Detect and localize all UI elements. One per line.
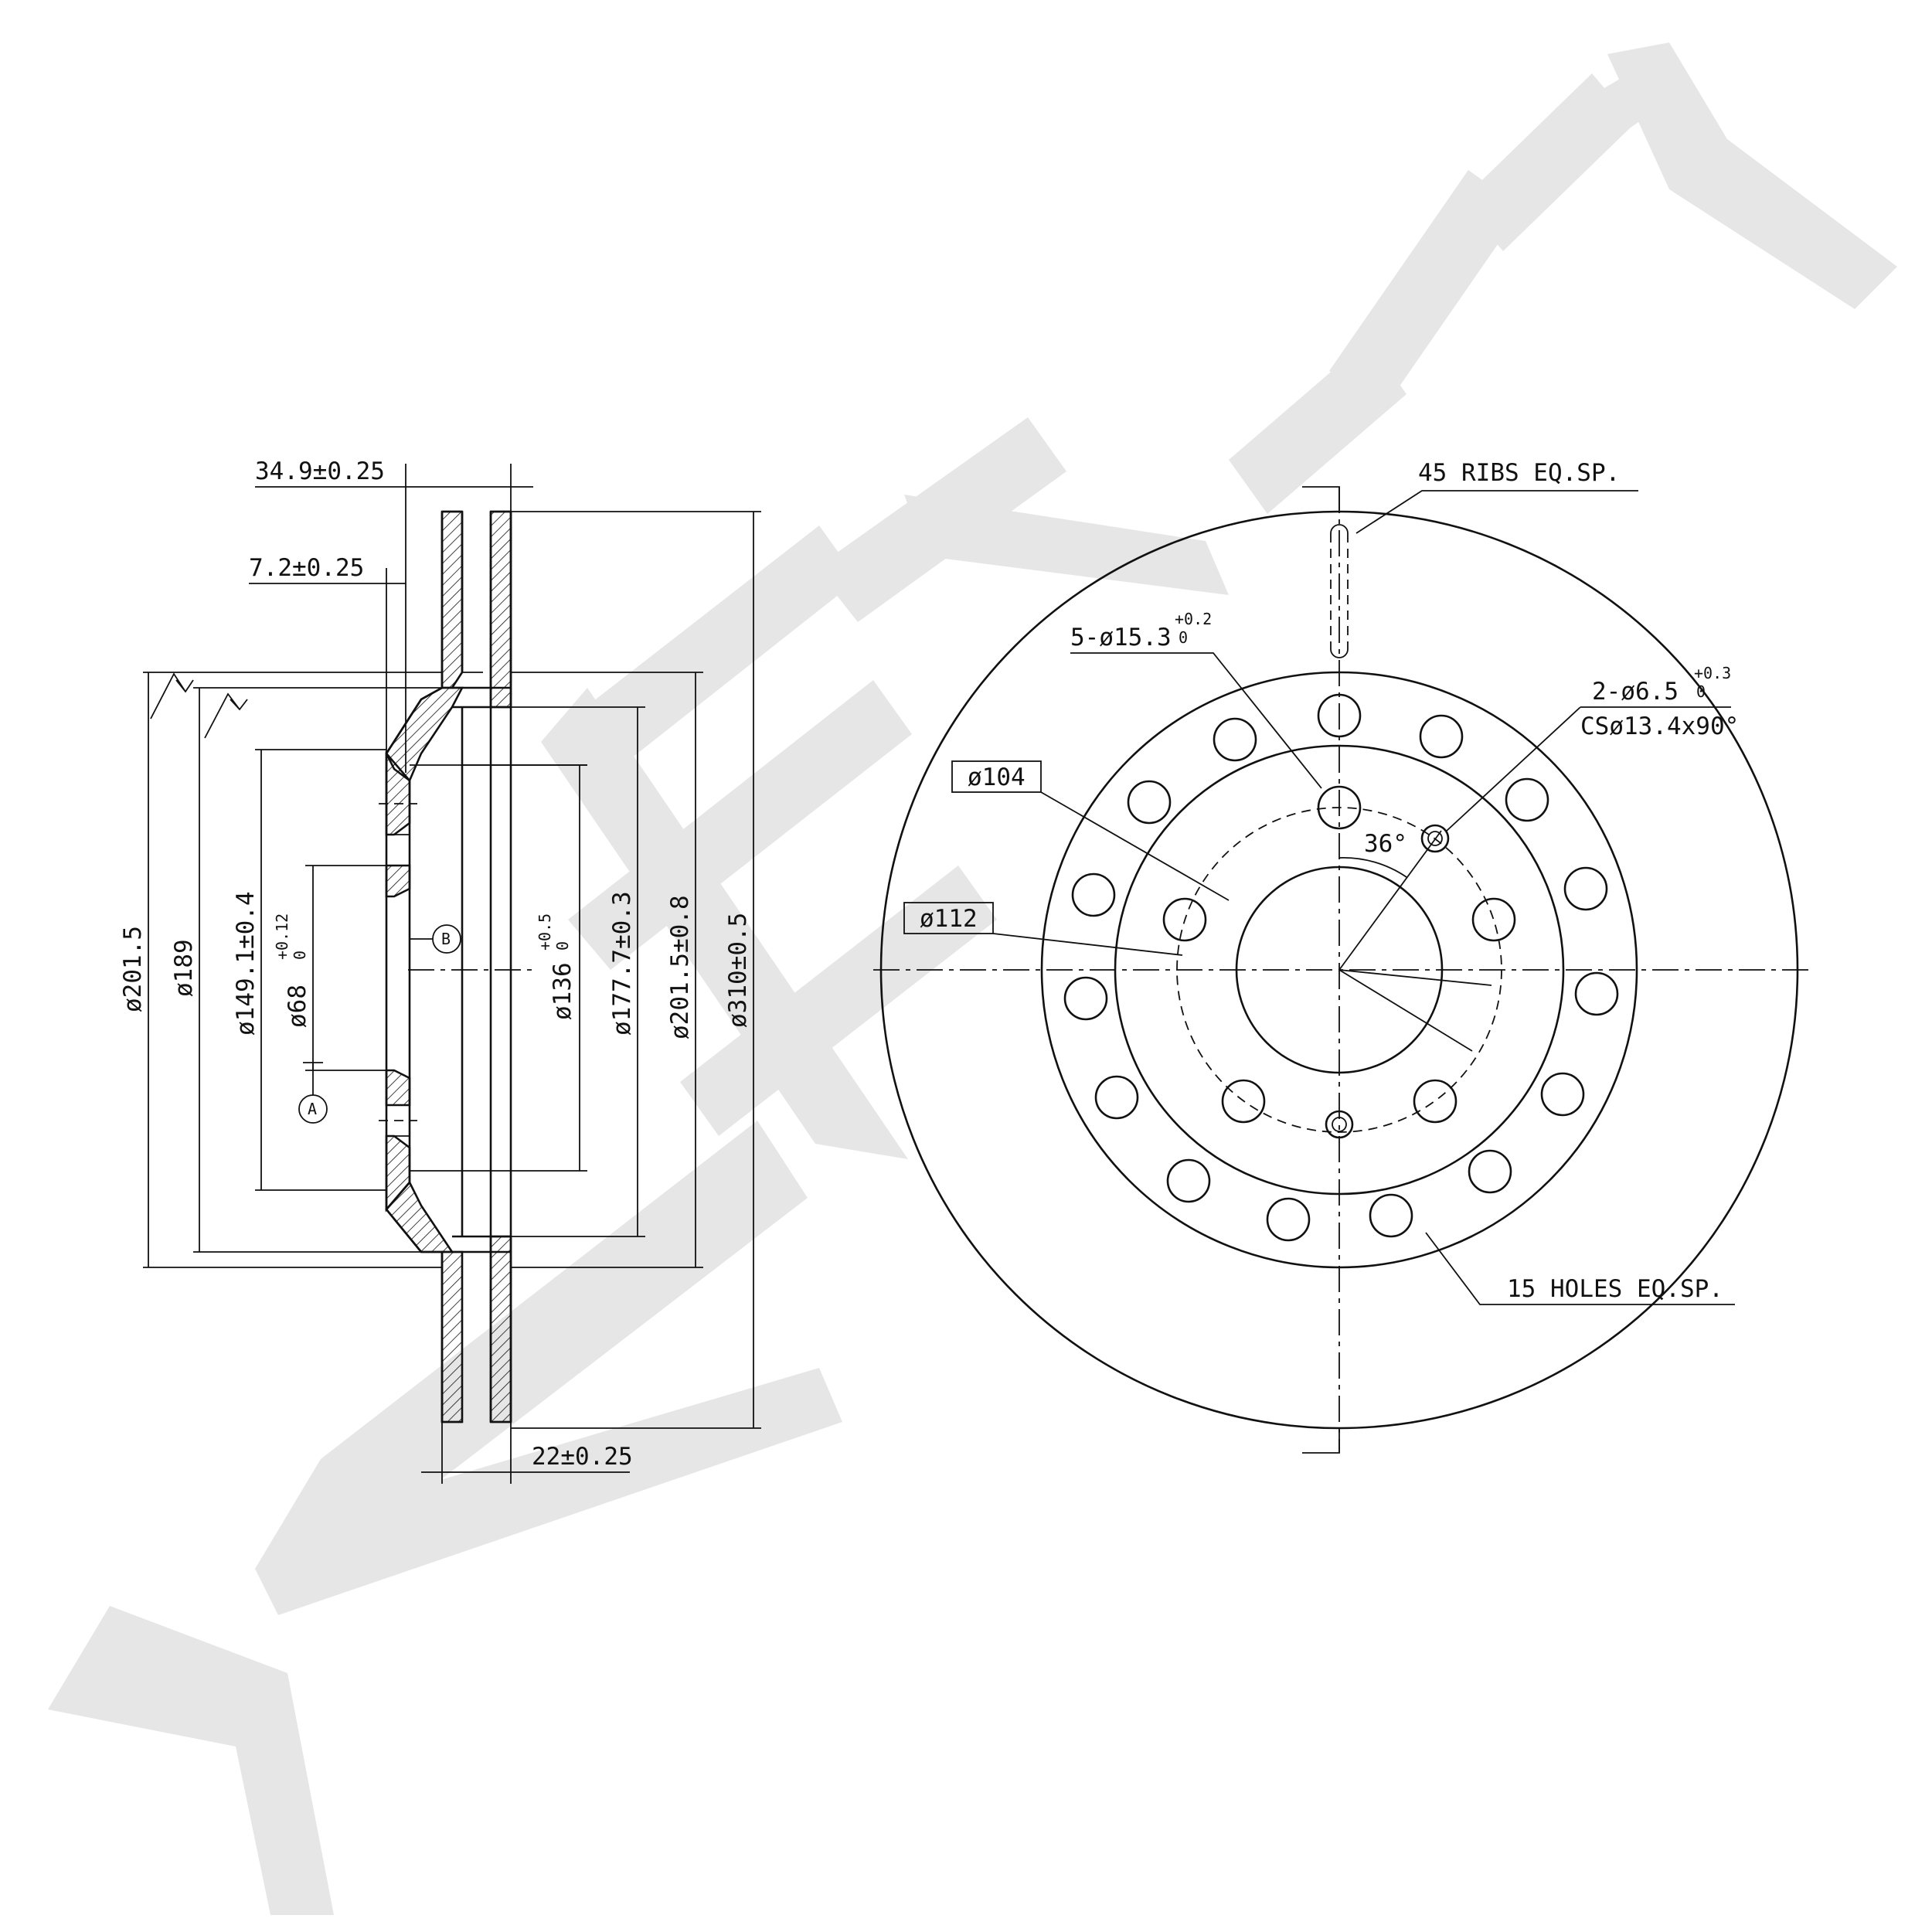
bolt-holes: [1162, 785, 1516, 1124]
vent-hole: [1563, 866, 1608, 911]
bolt-holes-note: 5-ø15.3: [1070, 624, 1172, 651]
screw-holes-tol-lower: 0: [1696, 682, 1706, 701]
vent-holes: [1063, 693, 1619, 1242]
bolt-hole: [1221, 1079, 1266, 1124]
dia-68-tol-lower: 0: [291, 951, 309, 960]
surface-finish-mark-2: [204, 692, 248, 739]
friction-ring-top-inner: [489, 510, 512, 709]
dim-offset: 34.9±0.25: [255, 457, 385, 485]
dia-201-5-right: ø201.5±0.8: [666, 895, 694, 1039]
vent-hole: [1468, 1149, 1512, 1194]
vent-hole: [1505, 777, 1549, 822]
pcd-112-box: [903, 902, 994, 934]
pcd-104-label: ø104: [968, 764, 1026, 791]
front-view: 45 RIBS EQ.SP. 5-ø15.3 +0.2 0 2-ø6.5 +0.…: [873, 459, 1808, 1454]
pcd-112-label: ø112: [920, 905, 978, 933]
vent-hole: [1094, 1075, 1139, 1120]
vent-hole: [1213, 717, 1257, 762]
dia-177-7: ø177.7±0.3: [608, 891, 636, 1036]
dia-201-5-left: ø201.5: [119, 926, 147, 1012]
dia-189: ø189: [170, 939, 198, 997]
friction-ring-bottom-outer: [440, 1250, 464, 1423]
vent-hole: [1369, 1193, 1413, 1238]
section-view: 34.9±0.25 7.2±0.25 22±0.25 ø201.5 ø189 ø…: [119, 457, 761, 1484]
vent-hole: [1419, 714, 1464, 759]
screw-hole-inner: [1332, 1117, 1347, 1132]
dia-149-1: ø149.1±0.4: [232, 891, 260, 1036]
dia-136-tol-upper: +0.5: [536, 913, 554, 951]
screw-holes-note: 2-ø6.5: [1592, 678, 1679, 706]
dim-thickness: 22±0.25: [532, 1443, 633, 1471]
screw-hole: [1420, 824, 1450, 853]
surface-finish-mark-1: [150, 672, 194, 719]
hat-flange-mid-top: [385, 864, 411, 898]
ribs-note: 45 RIBS EQ.SP.: [1418, 459, 1620, 487]
hat-flange-mid-bottom: [385, 1069, 411, 1107]
bolt-holes-tol-upper: +0.2: [1175, 610, 1212, 628]
screw-hole: [1325, 1110, 1354, 1139]
vent-hole: [1266, 1197, 1311, 1242]
bolt-holes-tol-lower: 0: [1179, 628, 1188, 647]
watermark-logo: [48, 43, 1897, 1915]
bolt-hole: [1317, 785, 1362, 830]
screw-holes-tol-upper: +0.3: [1694, 664, 1731, 682]
dia-136: ø136: [549, 962, 577, 1020]
vent-hole: [1166, 1158, 1211, 1203]
vent-hole: [1574, 971, 1619, 1016]
holes-note: 15 HOLES EQ.SP.: [1507, 1275, 1723, 1303]
vent-hole: [1127, 780, 1172, 825]
vent-hole: [1317, 693, 1362, 738]
screw-hole-inner: [1427, 831, 1443, 846]
pcd-104-box: [951, 760, 1042, 793]
friction-ring-bottom-inner: [489, 1235, 512, 1423]
vent-hole: [1540, 1072, 1585, 1117]
angle-label: 36°: [1364, 830, 1407, 858]
dia-310: ø310±0.5: [724, 913, 752, 1028]
bolt-hole: [1471, 897, 1516, 942]
datum-b-label: B: [441, 930, 451, 948]
dia-68-tol-upper: +0.12: [273, 913, 291, 960]
rib-slot: [1330, 533, 1349, 649]
screw-holes: [1325, 824, 1450, 1139]
datum-a-label: A: [308, 1100, 317, 1118]
bolt-hole: [1162, 897, 1207, 942]
vent-hole: [1063, 976, 1108, 1021]
dia-68: ø68: [284, 985, 311, 1028]
countersink-note: CSø13.4x90°: [1580, 713, 1739, 740]
vent-hole: [1071, 872, 1116, 917]
friction-ring-top-outer: [440, 510, 464, 689]
dim-hat-thickness: 7.2±0.25: [249, 554, 364, 582]
bolt-hole: [1413, 1079, 1458, 1124]
dia-136-tol-lower: 0: [553, 941, 572, 951]
